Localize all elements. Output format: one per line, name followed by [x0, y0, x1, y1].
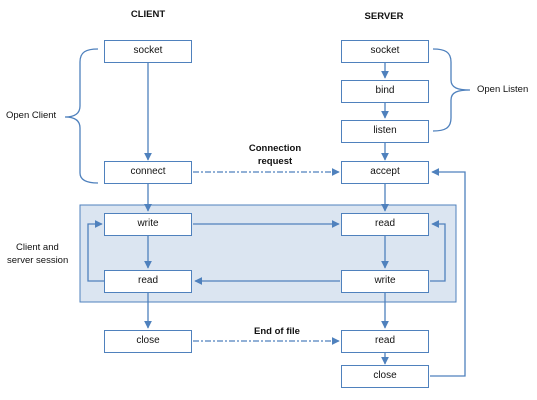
server-accept-box: accept [341, 161, 429, 184]
server-close-box: close [341, 365, 429, 388]
arrow-server-close-accept [430, 168, 466, 377]
session-label-line1: Client and [16, 242, 59, 253]
client-close-box: close [104, 330, 192, 353]
open-client-brace [64, 48, 99, 184]
server-header: SERVER [364, 11, 404, 22]
open-listen-brace [432, 48, 471, 132]
open-client-label: Open Client [6, 110, 57, 121]
client-read-box: read [104, 270, 192, 293]
connection-request-label-line2: request [257, 156, 293, 167]
end-of-file-label: End of file [254, 326, 300, 337]
client-write-box: write [104, 213, 192, 236]
arrow-server-loop [430, 220, 446, 282]
arrow-client-loop [87, 220, 104, 282]
session-label-line2: server session [7, 255, 69, 266]
connection-request-label-line1: Connection [248, 143, 302, 154]
client-header: CLIENT [130, 9, 166, 20]
client-socket-box: socket [104, 40, 192, 63]
server-bind-box: bind [341, 80, 429, 103]
server-socket-box: socket [341, 40, 429, 63]
server-listen-box: listen [341, 120, 429, 143]
server-read-eof-box: read [341, 330, 429, 353]
client-connect-box: connect [104, 161, 192, 184]
server-write-box: write [341, 270, 429, 293]
server-read-box: read [341, 213, 429, 236]
open-listen-label: Open Listen [477, 84, 529, 95]
